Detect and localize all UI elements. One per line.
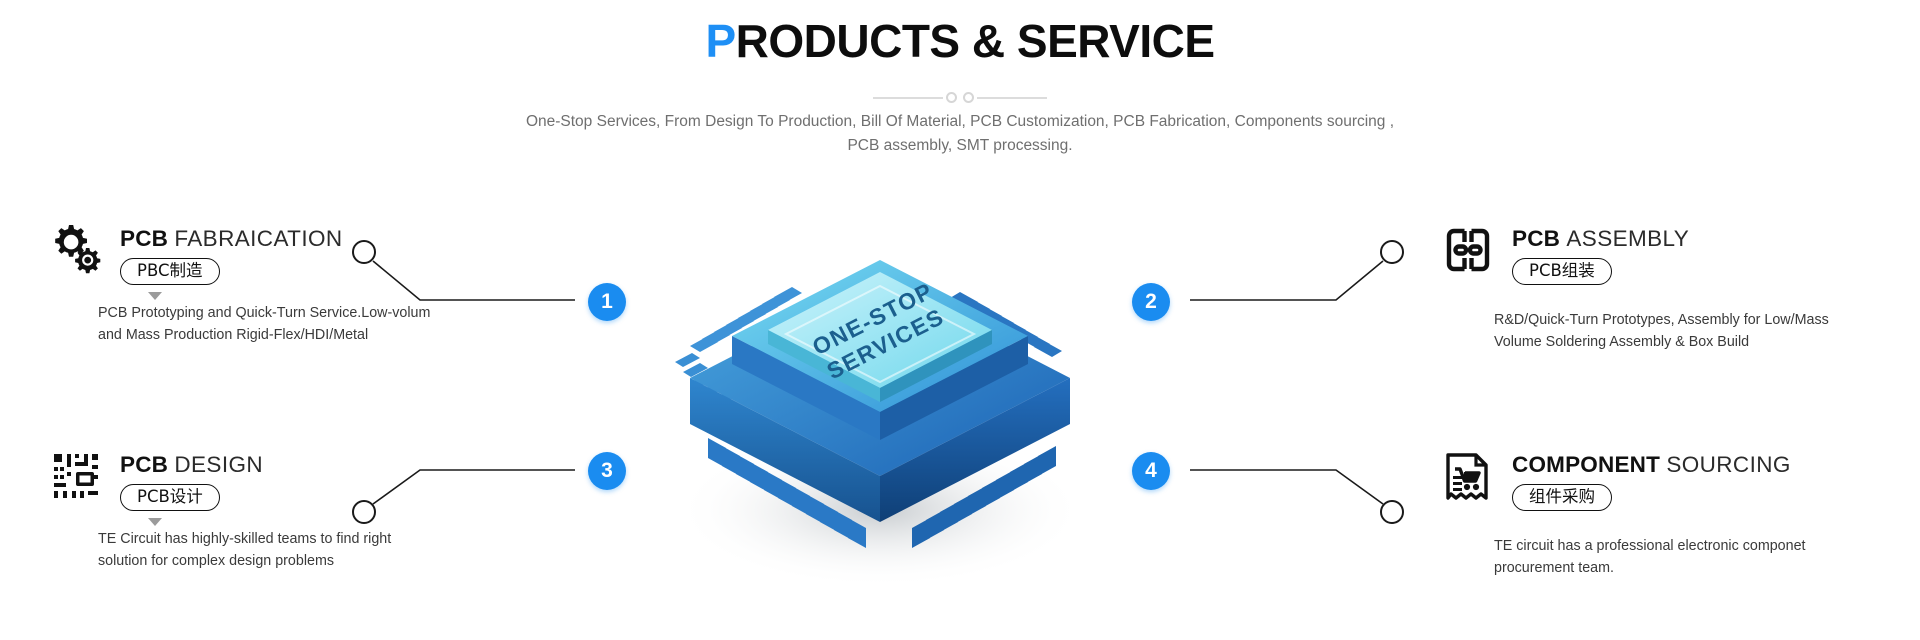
caret-icon [148, 292, 162, 300]
block-badge: PCB组装 [1512, 258, 1612, 285]
page-title-rest: RODUCTS & SERVICE [735, 15, 1215, 67]
block-title-bold: PCB [120, 226, 169, 251]
step-number-3: 3 [588, 452, 626, 490]
divider-bar-left [873, 96, 943, 99]
chip-die-left [768, 330, 880, 402]
service-block-pcb-fabrication[interactable]: PCB FABRAICATION PBC制造 PCB Prototyping a… [48, 222, 478, 346]
title-divider [0, 92, 1920, 103]
block-title-light: SOURCING [1666, 452, 1791, 477]
block-title-bold: PCB [120, 452, 169, 477]
page-subtitle: One-Stop Services, From Design To Produc… [0, 110, 1920, 158]
step-number-4: 4 [1132, 452, 1170, 490]
divider-bar-right [977, 96, 1047, 99]
block-badge: PBC制造 [120, 258, 220, 285]
shopping-cart-receipt-icon [1440, 448, 1496, 504]
block-description: R&D/Quick-Turn Prototypes, Assembly for … [1494, 312, 1829, 350]
chip-mid-right [880, 336, 1028, 440]
chip-base-left [690, 378, 880, 522]
block-title: COMPONENT SOURCING [1512, 452, 1791, 478]
service-block-pcb-design[interactable]: PCB DESIGN PCB设计 TE Circuit has highly-s… [48, 448, 478, 572]
subtitle-line-1: One-Stop Services, From Design To Produc… [525, 113, 1395, 130]
block-title: PCB FABRAICATION [120, 226, 343, 252]
service-block-component-sourcing[interactable]: COMPONENT SOURCING 组件采购 TE circuit has a… [1440, 448, 1880, 579]
connector-path-4 [1190, 469, 1384, 505]
block-badge: PCB设计 [120, 484, 220, 511]
chip-pins-top-left [690, 287, 802, 352]
page-title: PRODUCTS & SERVICE [0, 16, 1920, 67]
step-number-1: 1 [588, 283, 626, 321]
block-title-bold: COMPONENT [1512, 452, 1661, 477]
block-title: PCB ASSEMBLY [1512, 226, 1689, 252]
subtitle-line-2: PCB assembly, SMT processing. [847, 137, 1073, 154]
page-title-lead: P [705, 15, 736, 67]
block-description: TE Circuit has highly-skilled teams to f… [98, 531, 392, 569]
chip-base-right [880, 378, 1070, 522]
block-title: PCB DESIGN [120, 452, 263, 478]
chip-pins-bottom-right [912, 446, 1056, 548]
block-description: TE circuit has a professional electronic… [1494, 538, 1806, 576]
chip-illustration: ONE-STOP SERVICES [630, 150, 1130, 640]
service-block-pcb-assembly[interactable]: PCB ASSEMBLY PCB组装 R&D/Quick-Turn Protot… [1440, 222, 1870, 353]
block-title-bold: PCB [1512, 226, 1561, 251]
connector-node-2 [1380, 240, 1404, 264]
block-title-light: DESIGN [174, 452, 264, 477]
connector-path-2 [1190, 260, 1384, 301]
gears-icon [48, 222, 104, 278]
connector-node-4 [1380, 500, 1404, 524]
chip-die-right [880, 330, 992, 402]
chip-pins-bottom-left [708, 438, 866, 548]
block-badge: 组件采购 [1512, 484, 1612, 511]
block-description: PCB Prototyping and Quick-Turn Service.L… [98, 305, 431, 343]
block-title-light: FABRAICATION [174, 226, 343, 251]
caret-icon [148, 518, 162, 526]
assembly-link-icon [1440, 222, 1496, 278]
divider-dot-left [946, 92, 957, 103]
chip-mid-left [732, 336, 880, 440]
block-title-light: ASSEMBLY [1566, 226, 1690, 251]
step-number-2: 2 [1132, 283, 1170, 321]
circuit-board-icon [48, 448, 104, 504]
divider-dot-right [963, 92, 974, 103]
